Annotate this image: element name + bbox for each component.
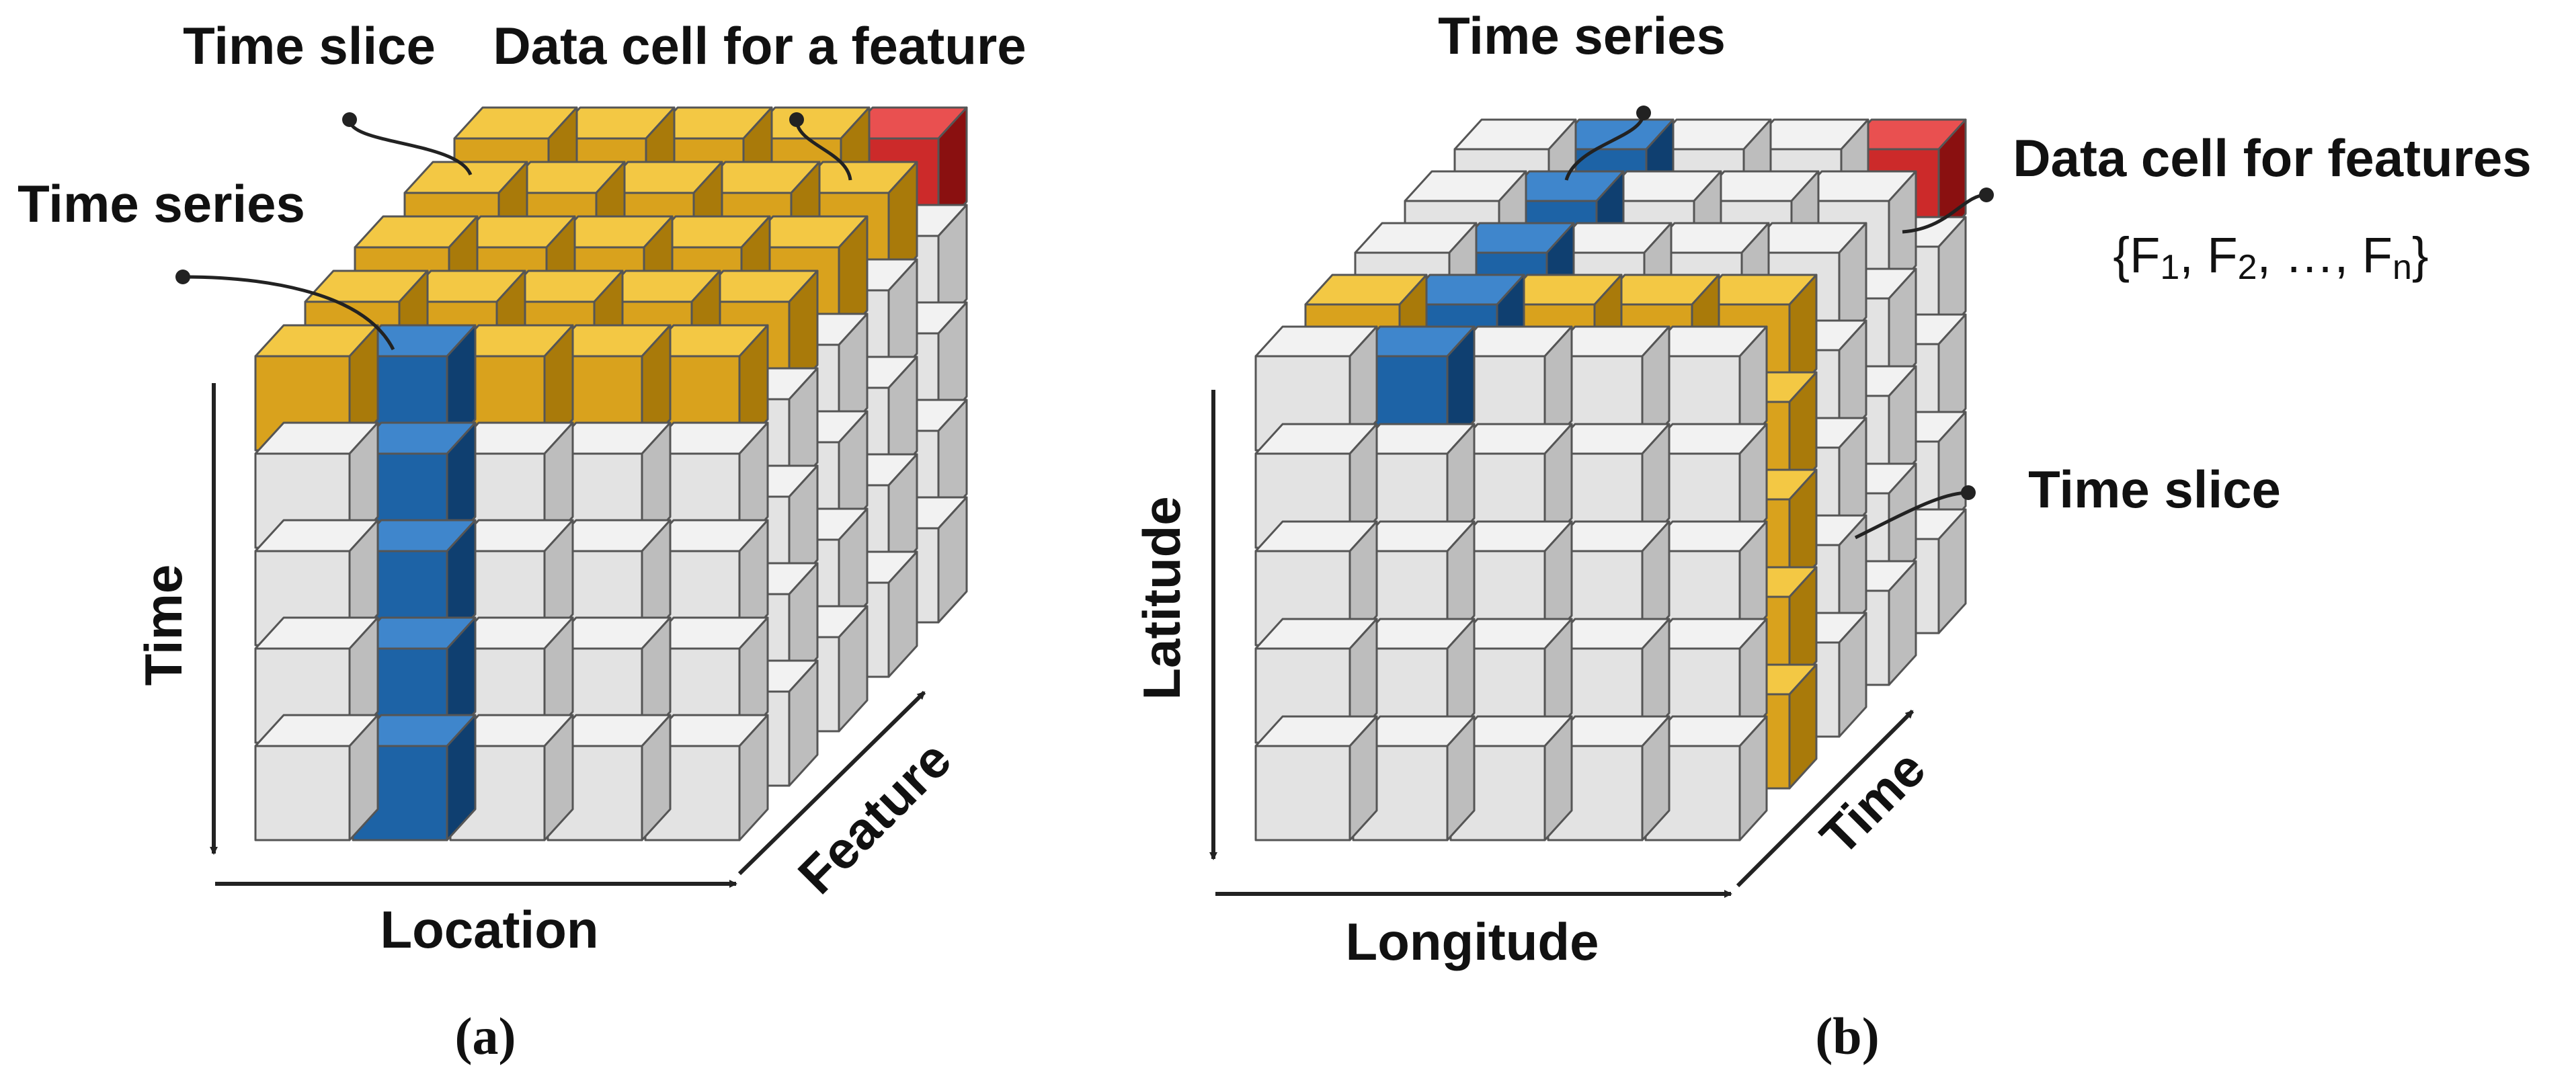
feature-set-sub-1: 1: [2160, 248, 2179, 287]
cube-a-gold-cell: [743, 215, 869, 343]
time-series-label: Time series: [17, 174, 305, 233]
data-cell-leader-line: [795, 119, 852, 181]
data-cell-leader-dot: [789, 112, 804, 127]
time-axis-label-b: Time: [1809, 739, 1937, 866]
longitude-axis-label: Longitude: [1346, 912, 1599, 971]
time-slice-leader-dot-b: [1961, 485, 1976, 500]
panel-b-caption: (b): [1815, 1007, 1879, 1065]
caption-letter: a: [473, 1007, 499, 1065]
data-cell-leader-line-b: [1902, 193, 1987, 234]
time-slice-leader-line: [348, 119, 473, 176]
feature-set-sep-2: , …, F: [2257, 227, 2392, 283]
time-slice-label-b: Time slice: [2028, 460, 2281, 519]
time-series-leader-dot: [175, 270, 190, 284]
caption-open-paren: (: [455, 1007, 473, 1065]
latitude-axis-label: Latitude: [1132, 496, 1191, 700]
feature-axis-arrow: [737, 690, 926, 876]
time-series-leader-line-b: [1564, 112, 1646, 181]
time-series-label-b: Time series: [1438, 6, 1726, 65]
time-axis-arrow-b: [1736, 709, 1915, 888]
panel-b: Time series Data cell for features {F1, …: [1132, 6, 2532, 1065]
time-series-leader-dot-b: [1636, 106, 1651, 120]
caption-letter-b: b: [1833, 1007, 1861, 1065]
time-slice-leader-line-b: [1854, 491, 1969, 540]
location-axis-label: Location: [380, 900, 599, 959]
feature-set-label: {F1, F2, …, Fn}: [2113, 227, 2428, 287]
cube-a-gray-cell: [254, 714, 379, 841]
time-series-leader-line: [182, 275, 395, 351]
caption-close-paren: ): [499, 1007, 516, 1065]
cube-b-gray-cell: [1254, 715, 1378, 841]
time-slice-leader-dot: [342, 112, 357, 127]
feature-set-sub-n: n: [2392, 248, 2412, 287]
cube-a-cell-front-face: [254, 745, 351, 841]
cube-b-cell-front-face: [1254, 745, 1351, 841]
cube-a-gray-cell: [644, 714, 769, 841]
caption-open-paren-b: (: [1815, 1007, 1833, 1065]
feature-set-close: }: [2412, 227, 2429, 283]
panel-a-caption: (a): [455, 1007, 516, 1065]
feature-set-sep-1: , F: [2179, 227, 2237, 283]
cube-b: [1254, 118, 1967, 841]
caption-close-paren-b: ): [1862, 1007, 1880, 1065]
cube-a: [254, 106, 968, 841]
data-cell-label: Data cell for a feature: [493, 16, 1026, 75]
data-cell-leader-dot-b: [1979, 188, 1994, 202]
feature-set-open: {F: [2113, 227, 2160, 283]
data-cell-label-b: Data cell for features: [2013, 128, 2532, 188]
panel-a: Time slice Data cell for a feature Time …: [17, 16, 1027, 1065]
time-slice-label: Time slice: [183, 16, 436, 75]
feature-set-sub-2: 2: [2238, 248, 2257, 287]
time-axis-label: Time: [134, 565, 193, 686]
